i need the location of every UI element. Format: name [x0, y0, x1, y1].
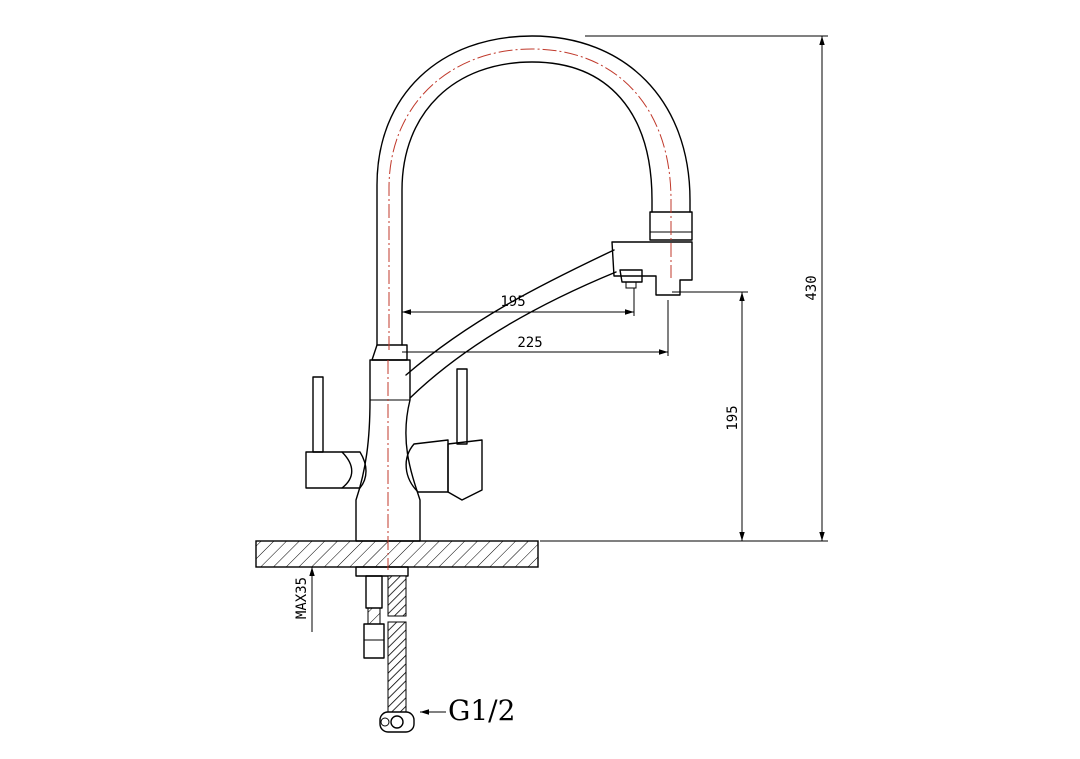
connector-label: G1/2 [448, 694, 515, 727]
faucet-body [305, 359, 483, 542]
reach-inner-label: 195 [500, 294, 525, 310]
countertop [255, 540, 539, 577]
dimension-lines [256, 35, 828, 715]
gooseneck-spout [371, 35, 693, 361]
supply-hoses [363, 575, 407, 713]
height-total-label: 430 [804, 275, 820, 300]
g12-fitting-icon [379, 711, 415, 733]
max-thickness-label: MAX35 [294, 577, 310, 619]
height-spout-label: 195 [725, 405, 741, 430]
filtered-water-arm [405, 249, 617, 399]
centerlines [387, 48, 672, 570]
dimension-texts: 195 225 430 195 MAX35 G1/2 [294, 275, 820, 727]
spout-centerline [388, 48, 672, 350]
reach-outer-label: 225 [517, 335, 542, 351]
spray-head [611, 241, 693, 296]
